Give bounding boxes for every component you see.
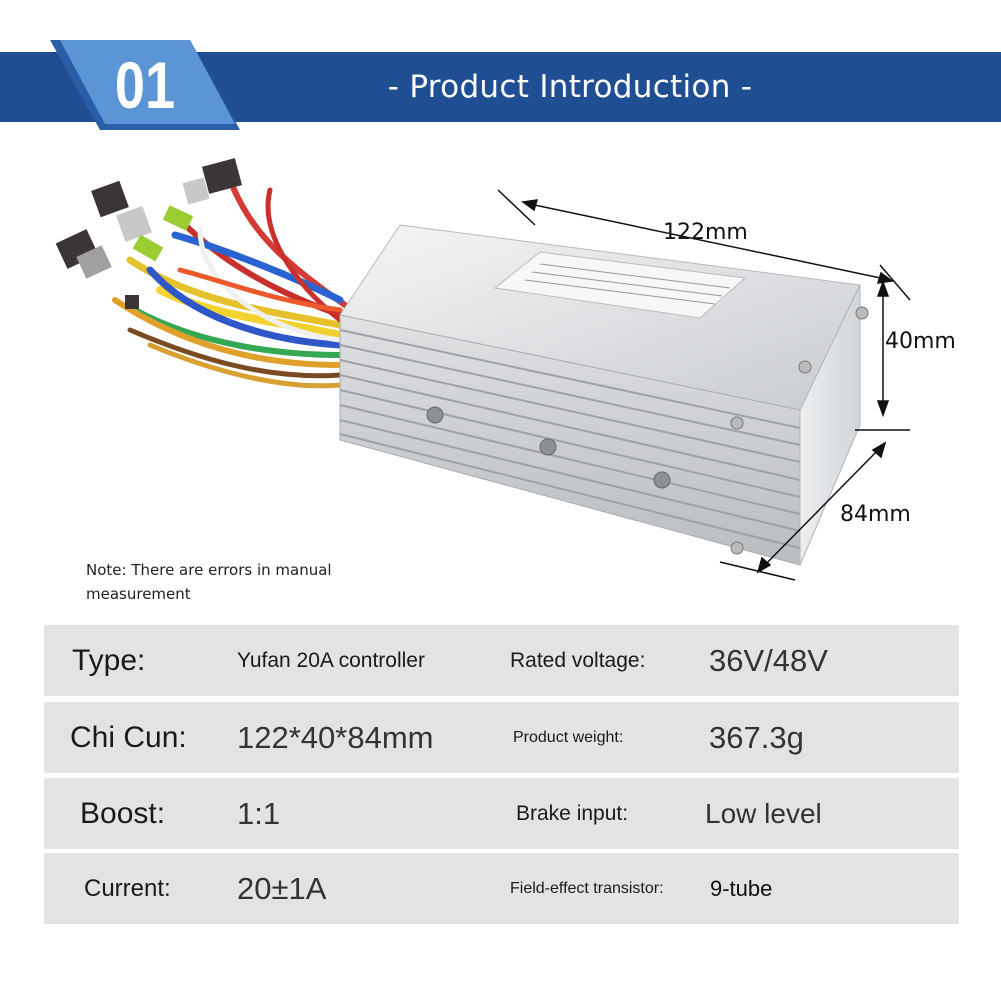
spec-label: Boost:: [80, 796, 166, 830]
wire-harness: [112, 177, 348, 389]
width-dimension-label: 84mm: [840, 502, 911, 527]
product-image: [40, 140, 980, 600]
spec-value-secondary: 36V/48V: [709, 642, 828, 678]
spec-value: Yufan 20A controller: [237, 648, 425, 672]
spec-value-secondary: 9-tube: [710, 875, 773, 901]
spec-label: Type:: [72, 643, 146, 677]
spec-row: Chi Cun: 122*40*84mm Product weight: 367…: [44, 702, 959, 773]
height-dimension-label: 40mm: [885, 329, 956, 354]
controller-box: [339, 224, 869, 566]
spec-value: 1:1: [237, 795, 281, 831]
spec-label-secondary: Field-effect transistor:: [510, 879, 664, 897]
spec-label: Current:: [84, 874, 171, 902]
spec-value: 122*40*84mm: [237, 719, 434, 755]
spec-row: Current: 20±1A Field-effect transistor: …: [44, 853, 959, 924]
length-dimension-label: 122mm: [663, 220, 748, 245]
spec-label-secondary: Product weight:: [513, 728, 624, 746]
measurement-note: Note: There are errors in manual measure…: [86, 561, 332, 603]
section-badge: 01: [50, 40, 240, 130]
wire-connectors: [55, 158, 243, 309]
section-number: 01: [114, 48, 176, 122]
spec-value: 20±1A: [237, 870, 327, 906]
spec-value-secondary: 367.3g: [709, 719, 804, 755]
dimension-lines: [497, 189, 911, 581]
spec-value-secondary: Low level: [705, 797, 822, 829]
spec-label-secondary: Rated voltage:: [510, 648, 646, 672]
spec-row: Boost: 1:1 Brake input: Low level: [44, 778, 959, 849]
page-title: - Product Introduction -: [387, 69, 753, 105]
spec-label: Chi Cun:: [70, 720, 187, 754]
spec-label-secondary: Brake input:: [516, 801, 629, 825]
spec-row: Type: Yufan 20A controller Rated voltage…: [44, 625, 959, 696]
